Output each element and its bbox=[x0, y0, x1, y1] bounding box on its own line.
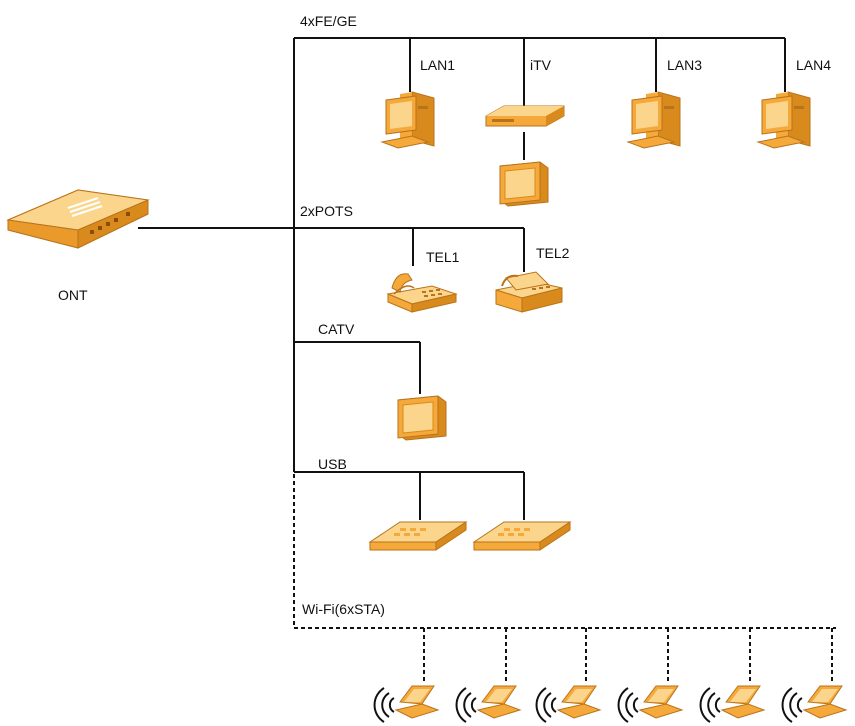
wifi-laptop-icon bbox=[617, 685, 683, 723]
wifi-laptop-icon bbox=[781, 685, 847, 723]
set-top-box-icon bbox=[485, 105, 565, 127]
usb-device-icon bbox=[473, 521, 571, 551]
wifi-laptop-icon bbox=[455, 685, 521, 723]
pc-icon bbox=[757, 91, 811, 149]
itv-label: iTV bbox=[530, 57, 552, 73]
wifi-laptop-icon bbox=[699, 685, 765, 723]
tel1-label: TEL1 bbox=[426, 249, 460, 265]
bus-label-catv: CATV bbox=[318, 321, 355, 337]
tel2-label: TEL2 bbox=[536, 245, 570, 261]
wiring bbox=[138, 37, 836, 682]
lan3-label: LAN3 bbox=[667, 57, 702, 73]
telephone-icon bbox=[387, 273, 457, 313]
ont-router-icon bbox=[7, 189, 149, 249]
bus-label-pots: 2xPOTS bbox=[300, 203, 353, 219]
bus-label-usb: USB bbox=[318, 456, 347, 472]
tv-icon bbox=[397, 395, 447, 441]
fax-icon bbox=[495, 271, 563, 313]
lan4-label: LAN4 bbox=[796, 57, 831, 73]
lan1-label: LAN1 bbox=[420, 57, 455, 73]
wifi-laptop-icon bbox=[535, 685, 601, 723]
ont-label: ONT bbox=[58, 287, 88, 303]
pc-icon bbox=[627, 91, 681, 149]
bus-label-wifi: Wi-Fi(6xSTA) bbox=[302, 601, 385, 617]
pc-icon bbox=[381, 91, 435, 149]
wifi-laptop-icon bbox=[373, 685, 439, 723]
usb-device-icon bbox=[369, 521, 467, 551]
bus-label-ethernet: 4xFE/GE bbox=[300, 13, 357, 29]
tv-icon bbox=[499, 161, 549, 207]
